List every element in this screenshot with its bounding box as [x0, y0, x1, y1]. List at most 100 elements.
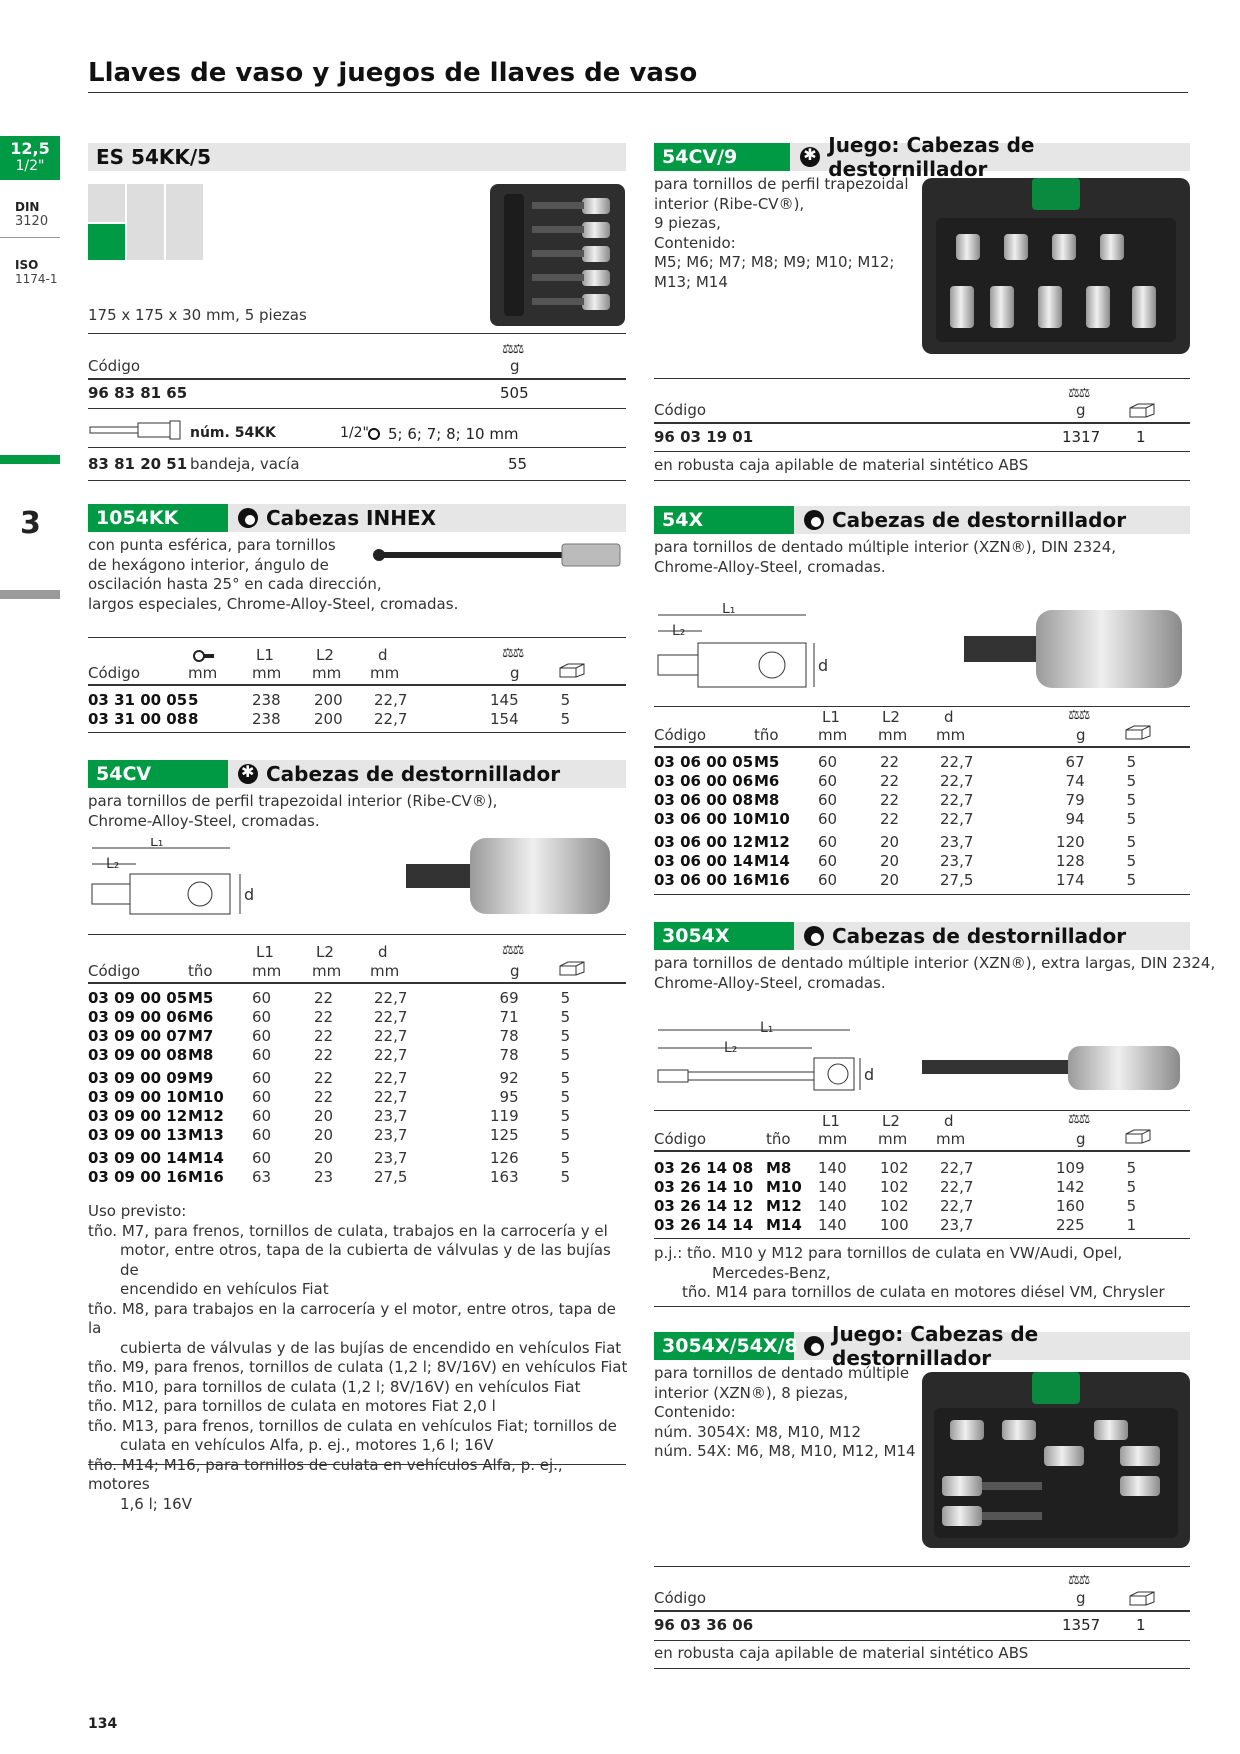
cell-pk: 5 [560, 988, 571, 1007]
dimension-drawing: L₁ L₂ d [91, 838, 254, 915]
col-g: g [1076, 1130, 1086, 1148]
col-mm: mm [818, 726, 848, 744]
description: para tornillos de dentado múltiple inter… [654, 538, 1117, 576]
rule [654, 378, 1190, 379]
rule [654, 1238, 1190, 1239]
tray-desc: bandeja, vacía [190, 455, 300, 473]
cell-l1: 140 [818, 1158, 847, 1177]
rule [654, 746, 1190, 748]
col-mm: mm [878, 726, 908, 744]
cell-l1: 60 [818, 752, 838, 771]
rule [88, 408, 626, 409]
cell-d: 22,7 [374, 709, 408, 728]
col-code: Código [654, 1130, 707, 1148]
pack-value: 1 [1136, 1616, 1146, 1634]
col-l1: L1 [822, 1112, 840, 1130]
rule [654, 480, 1190, 481]
weight-value: 1317 [1062, 428, 1101, 446]
svg-text:d: d [244, 885, 254, 904]
col-mm: mm [312, 962, 342, 980]
cell-d: 22,7 [374, 1087, 408, 1106]
cell-code: 03 09 00 06 [88, 1007, 188, 1026]
thumbnail-grid [88, 184, 204, 260]
cell-pk: 5 [1126, 870, 1137, 889]
cell-pk: 5 [1126, 1196, 1137, 1215]
cell-l2: 22 [314, 1026, 334, 1045]
cell-g: 69 [499, 988, 519, 1007]
socket-image [400, 832, 620, 918]
cell-l2: 22 [880, 790, 900, 809]
section-badge: 54CV/9 [654, 143, 791, 171]
col-l2: L2 [882, 708, 900, 726]
cell-g: 163 [490, 1167, 519, 1186]
cell-d: 22,7 [940, 1196, 974, 1215]
cell-size: M14 [188, 1149, 224, 1167]
rule [654, 1640, 1190, 1641]
sidebar-rule [0, 237, 60, 238]
cell-pk: 5 [560, 1167, 571, 1186]
cell-l1: 60 [252, 1045, 272, 1064]
package-icon [1129, 403, 1155, 418]
cell-code: 03 09 00 16 [88, 1167, 188, 1186]
cell-code: 03 31 00 08 [88, 709, 188, 728]
dimension-drawing: L₁ L₂ d [657, 1020, 874, 1091]
cell-l2: 22 [314, 1087, 334, 1106]
chapter-marker-bottom [0, 590, 60, 599]
cell-pk: 5 [1126, 1158, 1137, 1177]
case-note: en robusta caja apilable de material sin… [654, 1644, 1029, 1662]
cell-g: 79 [1065, 790, 1085, 809]
cell-d: 22,7 [940, 1158, 974, 1177]
cell-pk: 5 [560, 1125, 571, 1144]
cell-l2: 23 [314, 1167, 334, 1186]
section-3054x-54x-8: 3054X/54X/8 Juego: Cabezas de destornill… [654, 1322, 1190, 1370]
rule [88, 732, 626, 733]
ribe-cv-icon [800, 145, 821, 167]
rule [88, 637, 626, 638]
cell-code: 03 06 00 06 [654, 771, 754, 790]
cell-d: 22,7 [374, 1045, 408, 1064]
cell-pk: 5 [560, 709, 571, 728]
rule [88, 447, 626, 448]
hex-drive-icon [368, 428, 380, 440]
cell-d: 22,7 [940, 809, 974, 828]
sizes-text: 5; 6; 7; 8; 10 mm [388, 425, 519, 443]
cell-size: M10 [754, 809, 790, 828]
cell-d: 23,7 [940, 851, 974, 870]
cell-size: M7 [188, 1026, 214, 1045]
svg-text:L₁: L₁ [722, 603, 735, 617]
cell-pk: 5 [1126, 771, 1137, 790]
col-mm: mm [252, 664, 282, 682]
rule [88, 333, 626, 334]
sub-label: núm. 54KK [190, 425, 276, 441]
din-value: 3120 [15, 214, 49, 229]
title-rule [88, 92, 1188, 93]
description: para tornillos de perfil trapezoidal int… [88, 792, 498, 830]
svg-text:L₂: L₂ [672, 623, 685, 639]
iso-value: 1174-1 [15, 272, 58, 286]
rule [654, 1566, 1190, 1567]
cell-l2: 102 [880, 1158, 909, 1177]
col-tno: tño [188, 962, 213, 980]
cell-g: 174 [1056, 870, 1085, 889]
article-code: 96 83 81 65 [88, 384, 188, 402]
rule [654, 1110, 1190, 1111]
cell-size: 8 [188, 709, 199, 728]
cell-pk: 5 [560, 1149, 571, 1167]
cell-code: 03 31 00 05 [88, 690, 188, 709]
col-l1: L1 [256, 646, 274, 664]
col-l2: L2 [316, 943, 334, 961]
section-title: Cabezas INHEX [266, 506, 437, 530]
col-code: Código [88, 962, 141, 980]
section-54cv9: 54CV/9 Juego: Cabezas de destornillador [654, 133, 1190, 181]
col-g: g [510, 664, 520, 682]
